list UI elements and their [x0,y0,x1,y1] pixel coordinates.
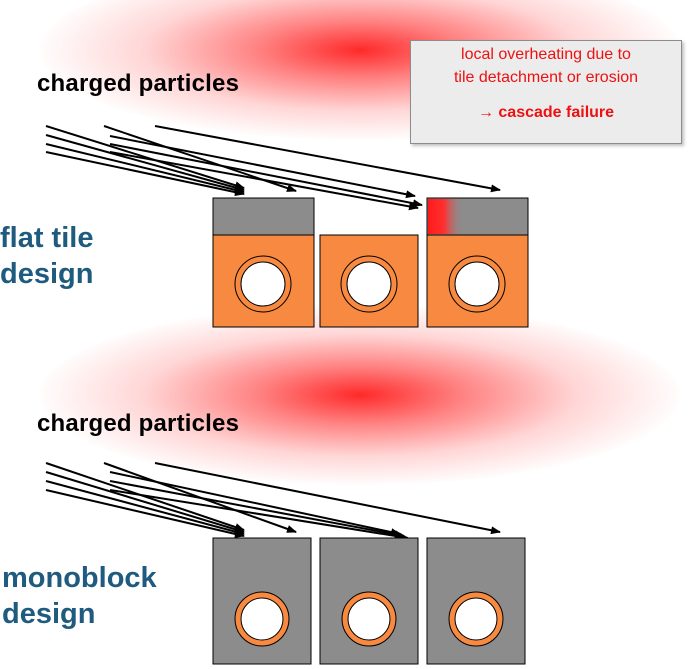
design-label-line: flat tile [0,222,94,254]
particle-arrow [45,134,245,192]
particle-arrow [45,151,245,197]
charged-particles-label-top: charged particles [37,70,240,97]
cooling-channel [240,597,284,641]
armor-tile [212,197,315,236]
overheating-hotspot [428,199,464,234]
particle-arrow [154,462,501,535]
particle-arrow [45,143,245,194]
cascade-failure-text: → cascade failure [411,104,681,122]
callout-text-line: tile detachment or erosion [453,69,639,86]
cascade-failure-label: cascade failure [498,104,615,121]
monoblock-1 [212,537,312,665]
monoblock-2 [319,537,419,665]
flat-tile-block-1 [212,197,315,328]
particle-arrow [45,480,245,536]
design-label-line: design [2,598,96,630]
particle-arrows-bottom [45,462,501,541]
cooling-channel [454,597,498,641]
particle-arrow [109,151,419,211]
particle-arrow [109,471,401,537]
flat-tile-design-label: flat tile design [0,220,93,292]
cooling-channel [240,261,286,307]
callout-text-line: local overheating due to [461,46,631,63]
overheating-callout-box: local overheating due to tile detachment… [410,40,682,144]
design-label-line: monoblock [2,562,157,594]
particle-arrow [154,125,501,193]
particle-arrow [45,471,245,534]
particle-arrows-top [45,125,501,211]
flat-tile-block-3 [426,197,529,328]
monoblock-3 [426,537,526,665]
design-label-line: design [0,258,94,290]
cooling-channel [346,261,392,307]
cooling-channel [347,597,391,641]
cooling-channel [454,261,500,307]
right-arrow-icon: → [477,104,494,121]
particle-arrow [109,480,405,539]
particle-arrow [109,135,416,199]
particle-arrow [109,489,409,541]
particle-arrow [109,143,423,208]
particle-arrow [45,489,245,538]
charged-particles-label-bottom: charged particles [37,410,240,437]
flat-tile-block-2 [319,234,419,328]
monoblock-design-label: monoblock design [2,560,157,632]
particle-arrow [45,125,245,190]
